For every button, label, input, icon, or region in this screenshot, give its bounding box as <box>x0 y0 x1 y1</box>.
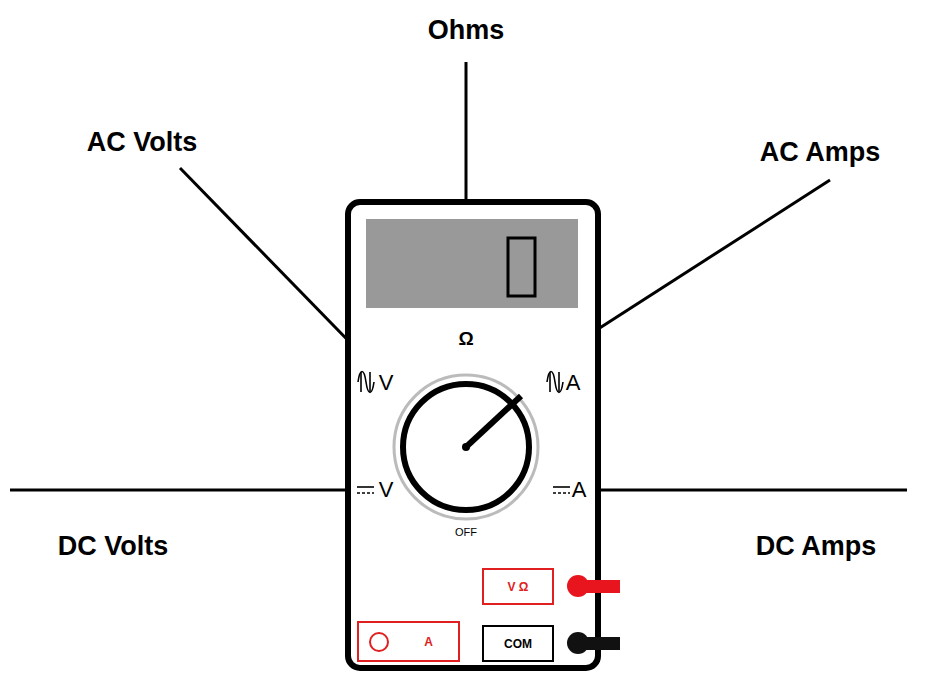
dc-symbol <box>553 487 570 493</box>
black-probe-plug <box>567 632 620 654</box>
jack-volt-ohm: V Ω <box>482 568 554 605</box>
callout-label: AC Amps <box>760 139 881 166</box>
callout-label: Ohms <box>428 17 505 44</box>
jack-socket <box>367 630 391 654</box>
display <box>366 219 578 308</box>
callout-label: AC Volts <box>87 129 198 156</box>
ohms-symbol: Ω <box>458 329 473 348</box>
ac-symbol <box>547 372 563 393</box>
meter-body <box>348 202 598 668</box>
off-mark: OFF <box>455 527 477 538</box>
leader-line <box>10 489 352 492</box>
red-probe-plug <box>567 575 620 597</box>
callout-label: DC Amps <box>756 533 877 560</box>
dial-mark: A <box>566 372 581 394</box>
jack-amps: A <box>357 621 460 662</box>
jack-label: COM <box>504 638 532 650</box>
jack-com: COM <box>482 625 554 662</box>
dial-mark: V <box>379 479 394 501</box>
jack-label: V Ω <box>508 581 529 593</box>
display-digit <box>508 238 535 296</box>
dial-pointer <box>466 396 521 447</box>
leader-line <box>591 489 907 492</box>
dial-ring <box>394 375 538 519</box>
ac-symbol <box>358 372 374 393</box>
jack-label: A <box>424 636 433 648</box>
dial-knob <box>403 384 529 510</box>
callout-label: DC Volts <box>58 533 169 560</box>
leader-line <box>180 168 372 365</box>
dc-symbol <box>357 487 374 493</box>
dial-mark: V <box>379 372 394 394</box>
dial-center <box>462 443 470 451</box>
dial-mark: A <box>572 479 587 501</box>
